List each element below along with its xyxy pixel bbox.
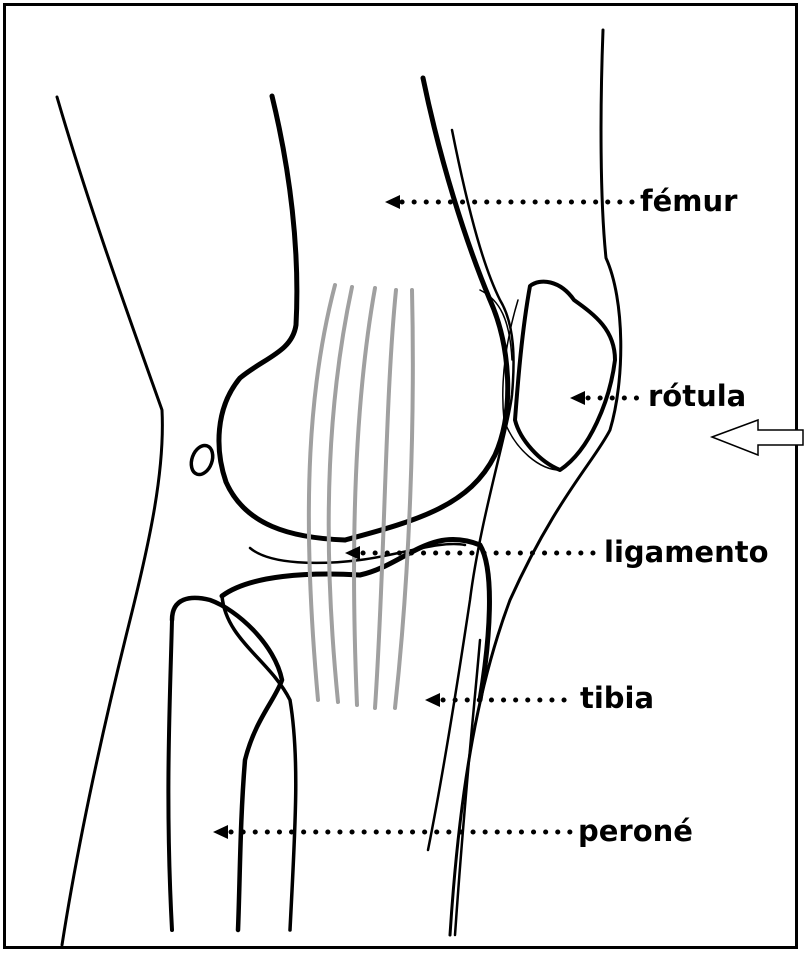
ligament-strand — [395, 290, 413, 708]
leader-perone — [213, 825, 572, 839]
label-rotula: rótula — [648, 382, 746, 411]
leg-outline-left — [57, 97, 162, 945]
patella-shape — [515, 282, 615, 470]
bursa-oval — [187, 442, 216, 477]
hollow-left-arrow-icon — [712, 420, 803, 455]
label-ligamento: ligamento — [604, 538, 769, 567]
ligament-strand — [354, 288, 375, 705]
patella-inner-line — [503, 300, 560, 470]
ligament-strand — [375, 290, 396, 708]
leader-tibia — [425, 693, 575, 707]
femur-shaft-right — [345, 78, 508, 540]
ligament-strand — [329, 287, 352, 702]
leader-femur — [385, 195, 632, 209]
label-femur: fémur — [640, 187, 737, 216]
label-tibia: tibia — [580, 684, 654, 713]
tibia-shaft-left — [222, 596, 296, 930]
ligament-strands — [309, 285, 413, 708]
fibula-outline — [172, 598, 282, 930]
fibula-inner — [168, 620, 172, 930]
label-perone: peroné — [578, 817, 693, 846]
tibia-shaft-right — [455, 640, 480, 935]
